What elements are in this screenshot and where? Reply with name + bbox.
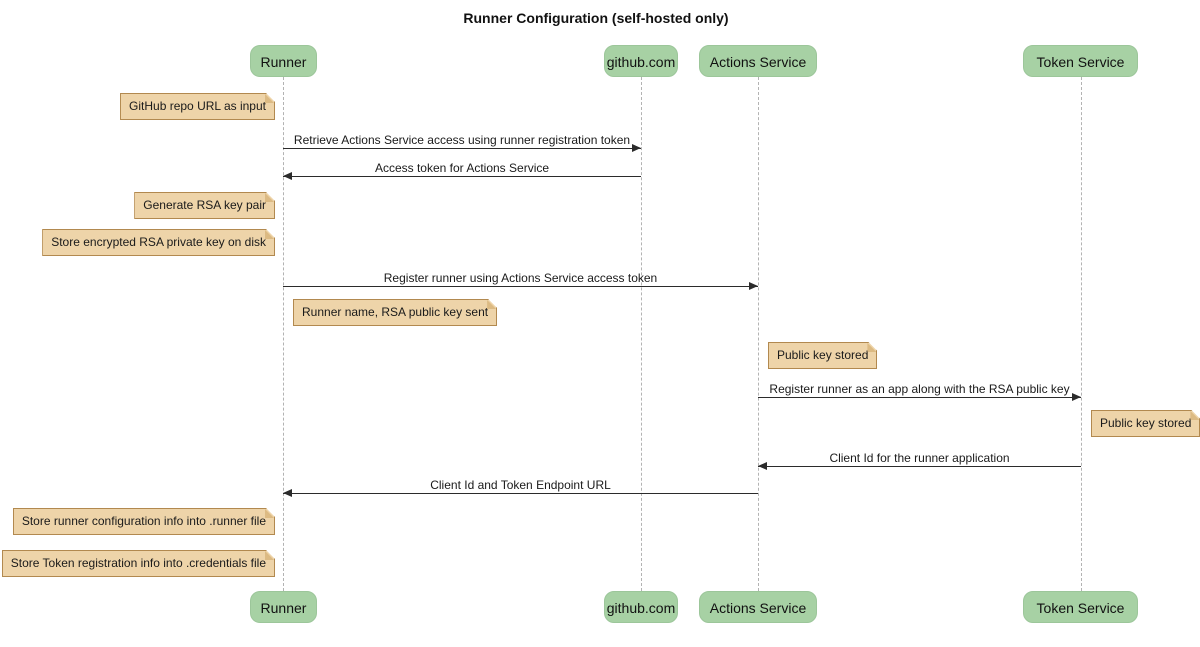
message-client-id-for-runner-application: Client Id for the runner application [758,451,1081,470]
note-public-key-stored-actions-service: Public key stored [768,342,877,369]
lifeline-github-com [641,77,642,591]
participant-github-com-top: github.com [604,45,678,77]
participant-actions-service-top: Actions Service [699,45,817,77]
diagram-title: Runner Configuration (self-hosted only) [463,10,729,26]
arrowhead-left-icon [283,172,292,180]
arrowhead-left-icon [758,462,767,470]
note-store-encrypted-rsa-private-key: Store encrypted RSA private key on disk [42,229,275,256]
message-line [283,286,758,287]
message-line [283,176,641,177]
message-label: Access token for Actions Service [374,161,550,175]
lifeline-token-service [1081,77,1082,591]
message-label: Register runner as an app along with the… [769,382,1070,396]
participant-token-service-top: Token Service [1023,45,1138,77]
message-register-runner-as-app: Register runner as an app along with the… [758,382,1081,401]
message-label: Register runner using Actions Service ac… [383,271,658,285]
message-line [758,397,1081,398]
participant-runner-bottom: Runner [250,591,317,623]
participant-github-com-bottom: github.com [604,591,678,623]
arrowhead-right-icon [749,282,758,290]
message-client-id-and-token-endpoint-url: Client Id and Token Endpoint URL [283,478,758,497]
note-github-repo-url-as-input: GitHub repo URL as input [120,93,275,120]
participant-runner-top: Runner [250,45,317,77]
participant-token-service-bottom: Token Service [1023,591,1138,623]
message-line [758,466,1081,467]
arrowhead-right-icon [1072,393,1081,401]
arrowhead-right-icon [632,144,641,152]
note-public-key-stored-token-service: Public key stored [1091,410,1200,437]
message-label: Client Id and Token Endpoint URL [430,478,611,492]
message-label: Retrieve Actions Service access using ru… [293,133,631,147]
lifeline-runner [283,77,284,591]
arrowhead-left-icon [283,489,292,497]
message-retrieve-actions-service-access: Retrieve Actions Service access using ru… [283,133,641,152]
message-register-runner-access-token: Register runner using Actions Service ac… [283,271,758,290]
message-line [283,148,641,149]
participant-actions-service-bottom: Actions Service [699,591,817,623]
lifeline-actions-service [758,77,759,591]
message-access-token-for-actions-service: Access token for Actions Service [283,161,641,180]
note-generate-rsa-key-pair: Generate RSA key pair [134,192,275,219]
note-store-runner-configuration-file: Store runner configuration info into .ru… [13,508,275,535]
message-label: Client Id for the runner application [829,451,1010,465]
message-line [283,493,758,494]
note-store-token-registration-file: Store Token registration info into .cred… [2,550,275,577]
note-runner-name-rsa-public-key-sent: Runner name, RSA public key sent [293,299,497,326]
